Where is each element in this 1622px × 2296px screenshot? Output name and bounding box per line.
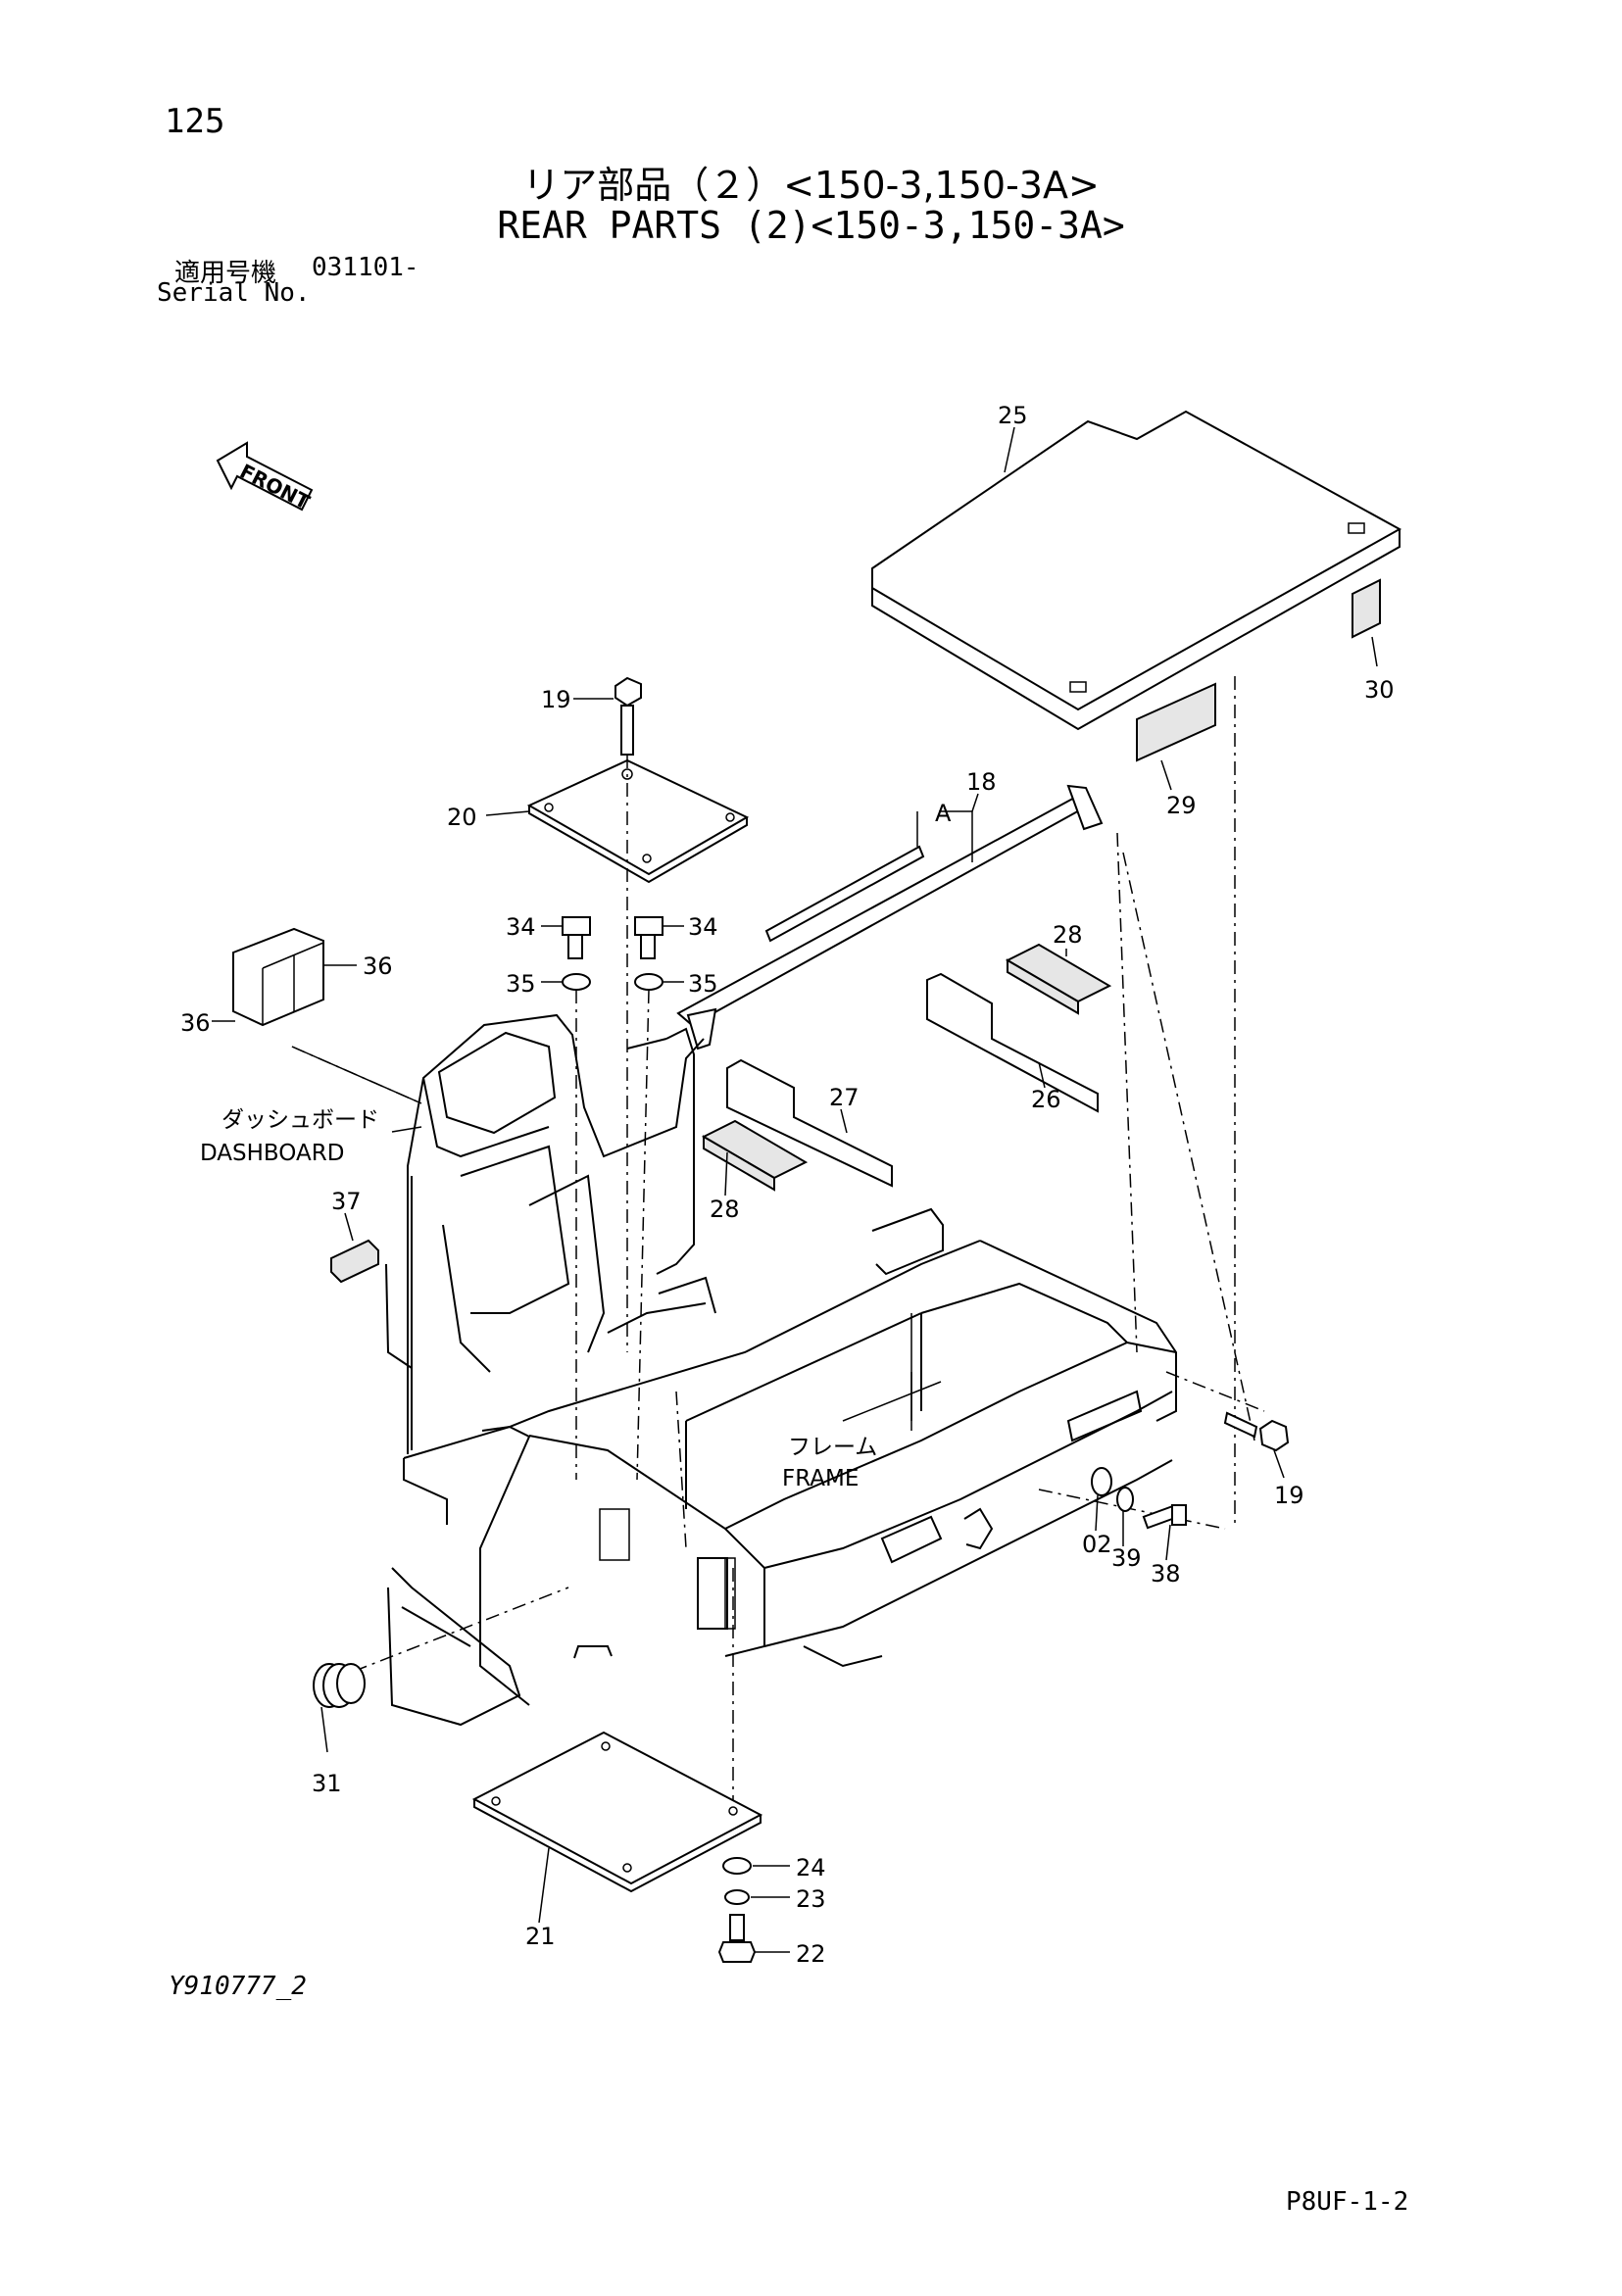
- callout-28-upper: 28: [1053, 921, 1083, 949]
- drawing-code: Y910777_2: [169, 1972, 307, 2001]
- callout-23: 23: [796, 1885, 826, 1913]
- frame-label-en: FRAME: [782, 1466, 859, 1491]
- part-18-rail: [676, 784, 1104, 1050]
- callout-31: 31: [312, 1770, 342, 1797]
- callout-36-left: 36: [180, 1009, 211, 1037]
- callout-35-right: 35: [688, 970, 718, 998]
- part-29-pad: [1136, 682, 1216, 791]
- sheet-code: P8UF-1-2: [1286, 2187, 1409, 2217]
- page-number: 125: [165, 102, 225, 141]
- assembly-lines: [326, 676, 1265, 1803]
- callout-30: 30: [1364, 676, 1395, 704]
- callout-21: 21: [525, 1923, 556, 1950]
- part-20-cover-plate: [485, 758, 750, 884]
- dashboard-label-jp: ダッシュボード: [221, 1107, 379, 1133]
- serial-label-english: Serial No.: [157, 278, 311, 308]
- part-19-bolt-top: [573, 676, 642, 756]
- callout-34-left: 34: [506, 913, 536, 941]
- main-frame: [387, 1207, 1177, 1727]
- part-26-gusset: [926, 972, 1099, 1113]
- part-21-bottom-plate: [471, 1731, 763, 1924]
- callout-20: 20: [447, 804, 477, 831]
- part-a-strip: [764, 811, 925, 943]
- part-37-pad: [330, 1212, 379, 1284]
- callout-37: 37: [331, 1188, 362, 1215]
- parts-02-39-38-fasteners: [1091, 1467, 1187, 1561]
- callout-02: 02: [1082, 1531, 1112, 1558]
- part-35-washers: [541, 973, 684, 991]
- callout-38: 38: [1151, 1560, 1181, 1588]
- front-label: FRONT: [236, 459, 314, 513]
- callout-28-lower: 28: [710, 1196, 740, 1223]
- callout-36-right: 36: [363, 953, 393, 980]
- callout-18: 18: [966, 768, 997, 796]
- callout-26: 26: [1031, 1086, 1061, 1113]
- callout-29: 29: [1166, 792, 1197, 819]
- callout-19-right: 19: [1274, 1482, 1304, 1509]
- serial-number-value: 031101-: [312, 253, 419, 282]
- callout-27: 27: [829, 1084, 860, 1111]
- callout-34-right: 34: [688, 913, 718, 941]
- frame-label-jp: フレーム: [788, 1435, 877, 1460]
- part-30-pad: [1352, 578, 1381, 667]
- callout-25: 25: [998, 402, 1028, 429]
- dashboard-frame: [291, 1013, 716, 1454]
- callout-39: 39: [1111, 1544, 1142, 1572]
- callout-24: 24: [796, 1854, 826, 1881]
- part-34-bolts: [541, 916, 684, 959]
- part-28-block-upper: [1005, 943, 1112, 1015]
- part-19-bolt-right: [1223, 1411, 1290, 1479]
- part-31-grommet: [313, 1663, 366, 1753]
- callout-19-top: 19: [541, 686, 571, 713]
- part-25-plate: [871, 410, 1402, 731]
- callout-22: 22: [796, 1940, 826, 1968]
- part-27-gusset: [726, 1058, 893, 1188]
- title-english: REAR PARTS (2)<150-3,150-3A>: [497, 204, 1125, 247]
- part-28-block-lower: [701, 1119, 809, 1197]
- callout-a: A: [935, 800, 952, 827]
- dashboard-label-en: DASHBOARD: [200, 1141, 344, 1166]
- callout-35-left: 35: [506, 970, 536, 998]
- serial-label-japanese: 適用号機: [174, 259, 277, 288]
- front-arrow-icon: FRONT: [216, 441, 314, 514]
- parts-24-23-22-fasteners: [717, 1857, 790, 1963]
- part-36-block: [212, 927, 357, 1027]
- title-japanese: リア部品（２）<150-3,150-3A>: [522, 164, 1100, 207]
